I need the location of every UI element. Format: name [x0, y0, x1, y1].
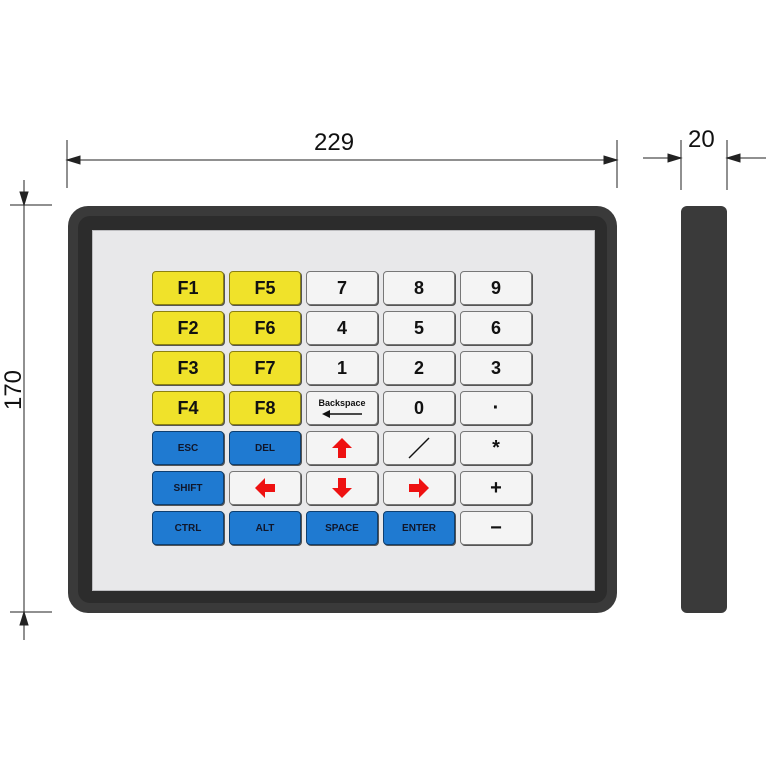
key-shift[interactable]: SHIFT — [152, 471, 224, 505]
depth-dimension-label: 20 — [688, 126, 715, 153]
key-down[interactable] — [306, 471, 378, 505]
width-dimension-label: 229 — [314, 129, 355, 156]
key-enter[interactable]: ENTER — [383, 511, 455, 545]
key-esc[interactable]: ESC — [152, 431, 224, 465]
key-del[interactable]: DEL — [229, 431, 301, 465]
key-9[interactable]: 9 — [460, 271, 532, 305]
right-arrow-icon — [409, 478, 429, 498]
key-slash[interactable] — [383, 431, 455, 465]
down-arrow-icon — [332, 478, 352, 498]
key-f1[interactable]: F1 — [152, 271, 224, 305]
key-4[interactable]: 4 — [306, 311, 378, 345]
key-left[interactable] — [229, 471, 301, 505]
key-ctrl[interactable]: CTRL — [152, 511, 224, 545]
key-backspace[interactable]: Backspace — [306, 391, 378, 425]
key-asterisk[interactable]: * — [460, 431, 532, 465]
key-2[interactable]: 2 — [383, 351, 455, 385]
keypad-housing-front: F1 F5 7 8 9 F2 F6 4 5 6 F3 F7 1 2 3 F4 F… — [68, 206, 617, 613]
key-6[interactable]: 6 — [460, 311, 532, 345]
key-5[interactable]: 5 — [383, 311, 455, 345]
key-space[interactable]: SPACE — [306, 511, 378, 545]
key-0[interactable]: 0 — [383, 391, 455, 425]
key-up[interactable] — [306, 431, 378, 465]
key-3[interactable]: 3 — [460, 351, 532, 385]
key-7[interactable]: 7 — [306, 271, 378, 305]
key-f3[interactable]: F3 — [152, 351, 224, 385]
key-f5[interactable]: F5 — [229, 271, 301, 305]
key-plus[interactable]: + — [460, 471, 532, 505]
key-right[interactable] — [383, 471, 455, 505]
keypad-housing-side — [681, 206, 727, 613]
key-f6[interactable]: F6 — [229, 311, 301, 345]
key-f2[interactable]: F2 — [152, 311, 224, 345]
key-dot[interactable]: · — [460, 391, 532, 425]
left-arrow-icon — [255, 478, 275, 498]
backspace-arrow-icon — [322, 409, 362, 418]
up-arrow-icon — [332, 438, 352, 458]
height-dimension-label: 170 — [0, 369, 28, 411]
key-8[interactable]: 8 — [383, 271, 455, 305]
key-f7[interactable]: F7 — [229, 351, 301, 385]
key-alt[interactable]: ALT — [229, 511, 301, 545]
slash-icon — [408, 437, 430, 459]
key-f4[interactable]: F4 — [152, 391, 224, 425]
backspace-label: Backspace — [318, 397, 366, 408]
keypad-panel: F1 F5 7 8 9 F2 F6 4 5 6 F3 F7 1 2 3 F4 F… — [92, 230, 595, 591]
key-f8[interactable]: F8 — [229, 391, 301, 425]
key-1[interactable]: 1 — [306, 351, 378, 385]
key-minus[interactable]: − — [460, 511, 532, 545]
